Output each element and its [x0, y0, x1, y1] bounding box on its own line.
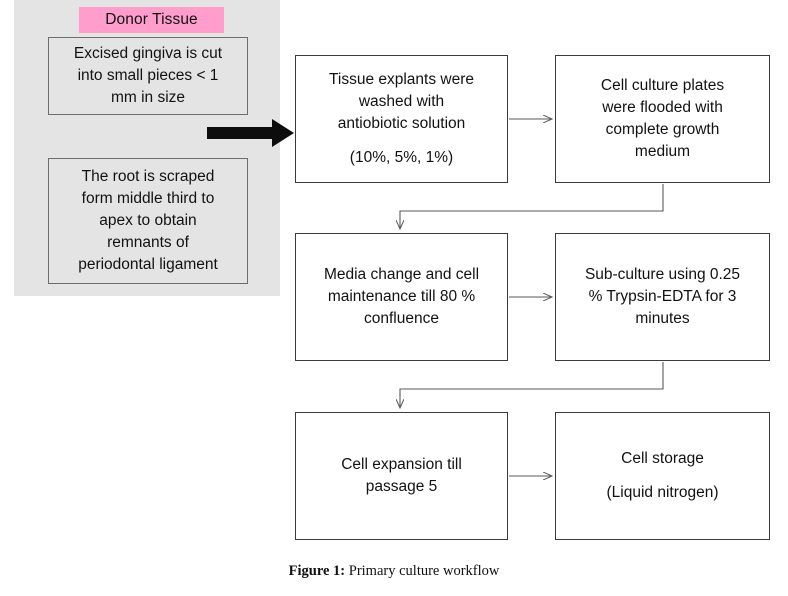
node-cell-expansion-passage: Cell expansion till passage 5	[295, 412, 508, 540]
node-text-line: % Trypsin-EDTA for 3	[588, 288, 737, 305]
node-text-line: washed with	[358, 93, 445, 110]
node-sub-culture-trypsin: Sub-culture using 0.25 % Trypsin-EDTA fo…	[555, 233, 770, 361]
node-text-line: apex to obtain	[99, 212, 197, 229]
node-text-line: Cell expansion till	[341, 456, 462, 473]
node-text-line: Sub-culture using 0.25	[584, 266, 741, 283]
node-text-line: periodontal ligament	[78, 256, 218, 273]
arrow-flood-to-media	[400, 184, 664, 229]
node-cell-culture-plates-flooded: Cell culture plates were flooded with co…	[555, 55, 770, 183]
node-text-line: form middle third to	[81, 190, 215, 207]
figure-caption-label: Figure 1:	[288, 563, 346, 579]
node-text-subline: (Liquid nitrogen)	[606, 484, 719, 501]
node-text-line: confluence	[364, 310, 439, 327]
node-text-line: into small pieces < 1	[77, 67, 219, 84]
node-cell-storage: Cell storage (Liquid nitrogen)	[555, 412, 770, 540]
node-text-line: Cell culture plates	[600, 77, 725, 94]
node-text-line: passage 5	[365, 478, 438, 495]
node-text-subline: (10%, 5%, 1%)	[349, 149, 454, 166]
node-text-line: Tissue explants were	[328, 71, 475, 88]
node-text-line: minutes	[635, 310, 690, 327]
donor-tissue-badge: Donor Tissue	[79, 7, 224, 33]
node-text-line: antiobiotic solution	[337, 115, 466, 132]
arrow-sub-to-expand	[400, 362, 664, 408]
node-tissue-explants-washed: Tissue explants were washed with antiobi…	[295, 55, 508, 183]
figure-caption-text: Primary culture workflow	[345, 563, 500, 579]
node-media-change-maintenance: Media change and cell maintenance till 8…	[295, 233, 508, 361]
node-text-line: mm in size	[110, 89, 186, 106]
node-text-line: The root is scraped	[81, 168, 215, 185]
node-text-line: Excised gingiva is cut	[73, 45, 223, 62]
node-text-line: complete growth	[605, 121, 720, 138]
node-text-line: Media change and cell	[323, 266, 480, 283]
node-excised-gingiva: Excised gingiva is cut into small pieces…	[48, 37, 248, 115]
node-text-line: were flooded with	[602, 99, 723, 116]
node-text-line: maintenance till 80 %	[327, 288, 476, 305]
node-text-line: Cell storage	[621, 450, 704, 467]
node-text-line: remnants of	[107, 234, 189, 251]
node-text-line: medium	[634, 143, 691, 160]
donor-tissue-panel	[14, 0, 280, 296]
figure-caption: Figure 1: Primary culture workflow	[0, 563, 788, 580]
node-root-scraped: The root is scraped form middle third to…	[48, 158, 248, 284]
